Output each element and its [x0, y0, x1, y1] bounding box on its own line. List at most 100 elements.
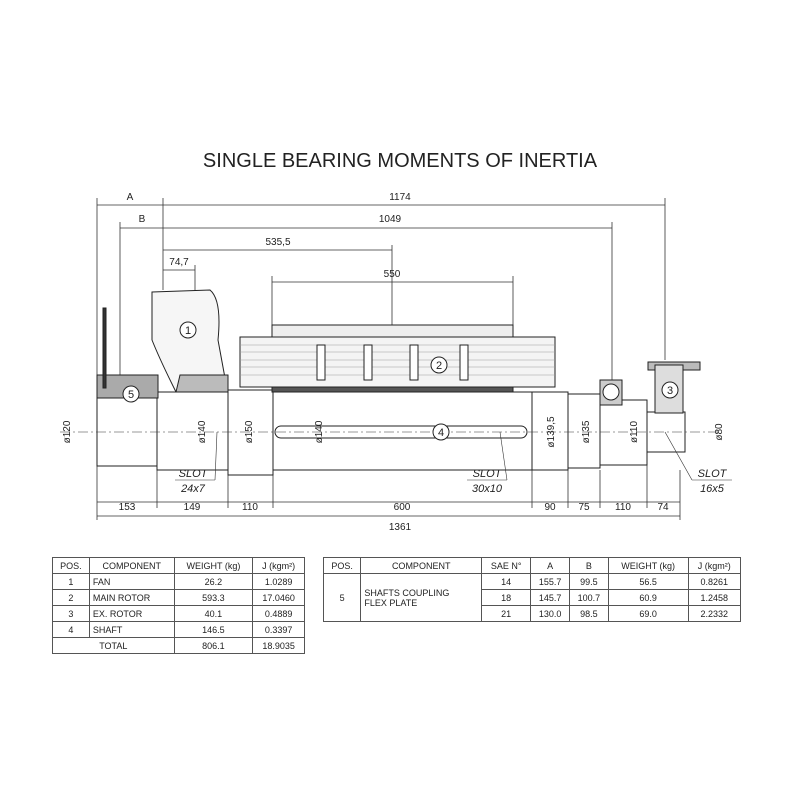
coupling-plate	[96, 307, 159, 399]
header-j: J (kgm²)	[687, 557, 742, 574]
dim-550: 550	[384, 269, 401, 280]
cell: 2.2332	[687, 605, 742, 622]
drawing-title: SINGLE BEARING MOMENTS OF INERTIA	[203, 150, 598, 172]
dim-75: 75	[578, 502, 590, 513]
fan	[151, 289, 229, 393]
dim-90: 90	[544, 502, 556, 513]
cell-pos: 5	[322, 573, 362, 622]
header-pos: POS.	[322, 557, 362, 574]
cell: 593.3	[173, 589, 254, 606]
bottom-dims: 153 149 110 600 90 75 110 74 1361	[119, 502, 669, 533]
slot-label: SLOT	[179, 468, 209, 480]
cell: 99.5	[569, 573, 609, 590]
cell: 1.0289	[252, 573, 305, 590]
cell: MAIN ROTOR	[88, 589, 175, 606]
cell: 17.0460	[252, 589, 305, 606]
header-component: COMPONENT	[360, 557, 483, 574]
header-b: B	[569, 557, 609, 574]
diam-120: ø120	[62, 420, 73, 443]
header-component: COMPONENT	[88, 557, 175, 574]
dim-600: 600	[394, 502, 411, 513]
main-rotor	[239, 324, 556, 393]
cell: 0.3397	[252, 621, 305, 638]
bottom-ticks	[156, 465, 648, 508]
diam-135: ø135	[581, 420, 592, 443]
dim-b: B	[139, 214, 146, 225]
exciter-rotor	[599, 361, 701, 414]
cell: 146.5	[173, 621, 254, 638]
cell: 98.5	[569, 605, 609, 622]
callout-3: 3	[667, 385, 673, 397]
diam-139-5: ø139,5	[546, 416, 557, 448]
callout-5: 5	[128, 389, 134, 401]
slot-label: SLOT	[698, 468, 728, 480]
cell: 21	[481, 605, 532, 622]
component-line: FLEX PLATE	[364, 597, 418, 608]
slot-size: 24x7	[180, 483, 206, 495]
cell: 40.1	[173, 605, 254, 622]
cell: 60.9	[607, 589, 689, 606]
header-sae: SAE N°	[481, 557, 532, 574]
cell: 0.8261	[687, 573, 742, 590]
cell: 2	[52, 589, 90, 606]
cell: 1	[52, 573, 90, 590]
diam-140: ø140	[197, 420, 208, 443]
header-j: J (kgm²)	[252, 557, 305, 574]
dim-1174: 1174	[389, 192, 411, 203]
cell: 1.2458	[687, 589, 742, 606]
header-weight: WEIGHT (kg)	[173, 557, 254, 574]
dim-74-7: 74,7	[169, 257, 189, 268]
cell: 0.4889	[252, 605, 305, 622]
diam-140b: ø140	[314, 420, 325, 443]
cell: 69.0	[607, 605, 689, 622]
dim-110: 110	[242, 502, 258, 513]
dim-110b: 110	[615, 502, 631, 513]
cell: 145.7	[530, 589, 571, 606]
dim-535: 535,5	[265, 237, 290, 248]
shaft	[96, 389, 686, 476]
diam-110: ø110	[629, 421, 640, 443]
dimension-lines	[97, 204, 680, 517]
dim-1049: 1049	[379, 214, 402, 225]
slot-size: 16x5	[700, 483, 725, 495]
callouts: 1 2 3 4 5	[122, 321, 679, 441]
diameter-labels: ø120 ø140 ø150 ø140 ø139,5 ø135 ø110 ø80	[62, 416, 725, 448]
cell: 56.5	[607, 573, 689, 590]
component-line: SHAFTS COUPLING	[364, 587, 450, 598]
diam-150: ø150	[244, 420, 255, 443]
slot-labels: SLOT 24x7 SLOT 30x10 SLOT 16x5	[175, 431, 732, 495]
cell: 26.2	[173, 573, 254, 590]
total-label: TOTAL	[52, 637, 175, 654]
cell: 130.0	[530, 605, 571, 622]
diam-80: ø80	[714, 423, 725, 441]
total-weight: 806.1	[173, 637, 254, 654]
cell: 155.7	[530, 573, 571, 590]
slot-size: 30x10	[472, 483, 503, 495]
cell: FAN	[88, 573, 175, 590]
cell: SHAFT	[88, 621, 175, 638]
callout-4: 4	[438, 427, 444, 439]
cell: EX. ROTOR	[88, 605, 175, 622]
cell: 3	[52, 605, 90, 622]
cell: 14	[481, 573, 532, 590]
cell: 4	[52, 621, 90, 638]
cell: 100.7	[569, 589, 609, 606]
header-weight: WEIGHT (kg)	[607, 557, 689, 574]
dim-a: A	[127, 192, 134, 203]
total-j: 18.9035	[252, 637, 305, 654]
dim-74: 74	[657, 502, 669, 513]
dim-149: 149	[184, 502, 201, 513]
